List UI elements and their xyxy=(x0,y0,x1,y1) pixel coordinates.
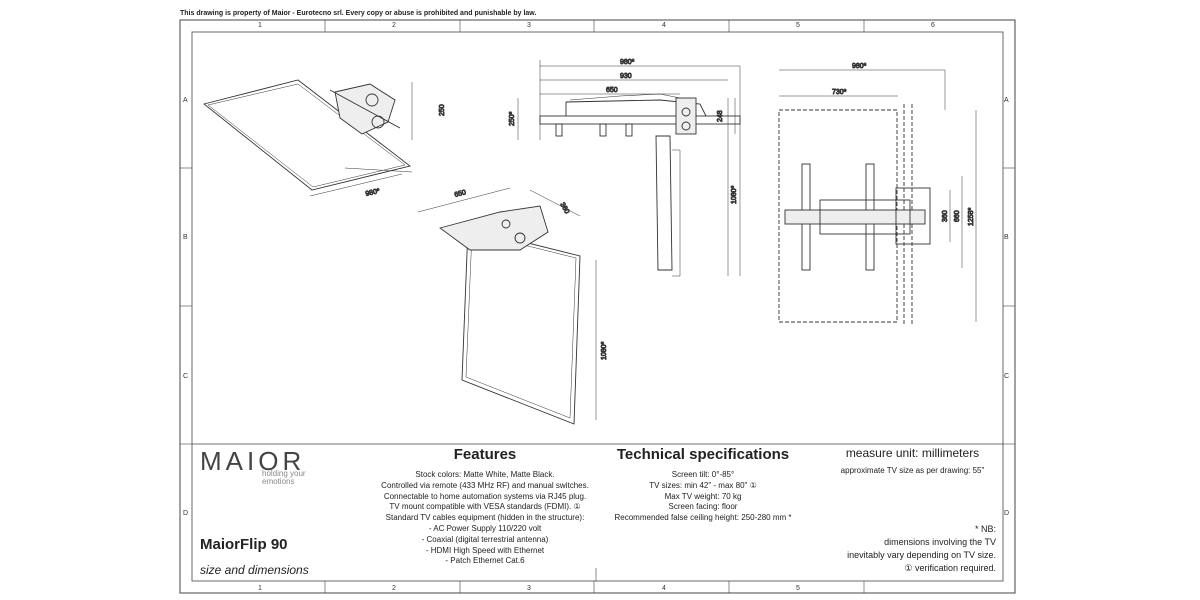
grid-row-d-right: D xyxy=(1004,510,1010,517)
brand-tagline: holding your emotions xyxy=(262,470,342,486)
dim-side-250: 250* xyxy=(509,111,516,126)
tech-spec-line: Max TV weight: 70 kg xyxy=(664,491,742,501)
iso-view-closed: 250 980* xyxy=(203,79,446,198)
top-view: 980* 730* 360 660 1258* xyxy=(778,63,977,326)
grid-row-a: A xyxy=(183,97,188,104)
grid-col-3-bottom: 3 xyxy=(527,585,531,592)
dim-side-1080: 1080* xyxy=(731,185,738,204)
dim-side-980: 980* xyxy=(620,59,635,66)
approx-tv-size: approximate TV size as per drawing: 55" xyxy=(840,466,985,475)
features-list: Stock colors: Matte White, Matte Black. … xyxy=(340,470,630,567)
dim-iso-980: 980* xyxy=(365,188,381,198)
dim-top-1258: 1258* xyxy=(968,207,975,226)
tech-spec-line: Screen facing: floor xyxy=(668,502,738,512)
tech-spec-line: TV sizes: min 42" - max 80" ① xyxy=(649,480,757,490)
dim-iso-1080: 1080* xyxy=(601,341,608,360)
features-line: - HDMI High Speed with Ethernet xyxy=(425,545,545,555)
grid-col-1-bottom: 1 xyxy=(258,585,262,592)
grid-col-1: 1 xyxy=(258,22,262,29)
tagline-line-2: emotions xyxy=(262,477,295,486)
tech-specs-heading: Technical specifications xyxy=(616,446,790,463)
features-line: - Coaxial (digital terrestrial antenna) xyxy=(421,534,549,544)
product-title: MaiorFlip 90 xyxy=(200,536,288,553)
grid-row-b: B xyxy=(183,234,188,241)
tech-specs-list: Screen tilt: 0°-85° TV sizes: min 42" - … xyxy=(598,470,808,524)
grid-col-4-bottom: 4 xyxy=(662,585,666,592)
dim-top-360: 360 xyxy=(942,210,949,222)
dim-side-930: 930 xyxy=(620,73,632,80)
features-line: - AC Power Supply 110/220 volt xyxy=(428,523,542,533)
features-heading: Features xyxy=(453,446,517,463)
dim-top-980: 980* xyxy=(852,63,867,70)
tech-spec-line: Recommended false ceiling height: 250-28… xyxy=(614,513,792,523)
nb-line: inevitably vary depending on TV size. xyxy=(847,550,996,560)
brand-logo: MAIOR xyxy=(200,446,305,477)
grid-col-6: 6 xyxy=(931,22,935,29)
features-line: - Patch Ethernet Cat.6 xyxy=(445,556,525,566)
dim-top-730: 730* xyxy=(832,89,847,96)
features-line: TV mount compatible with VESA standards … xyxy=(389,502,581,512)
grid-row-c-right: C xyxy=(1004,373,1010,380)
dim-side-248: 248 xyxy=(717,110,724,122)
nb-line: * NB: xyxy=(974,524,996,534)
tech-spec-line: Screen tilt: 0°-85° xyxy=(671,470,735,479)
dim-top-660: 660 xyxy=(954,210,961,222)
features-line: Stock colors: Matte White, Matte Black. xyxy=(415,470,555,479)
features-line: Controlled via remote (433 MHz RF) and m… xyxy=(381,480,589,490)
dim-iso-250: 250 xyxy=(439,104,446,116)
dim-iso-650: 650 xyxy=(454,189,467,199)
tagline-line-1: holding your xyxy=(262,469,306,478)
dim-side-650: 650 xyxy=(606,87,618,94)
grid-col-4: 4 xyxy=(662,22,666,29)
grid-row-a-right: A xyxy=(1004,97,1009,104)
grid-col-5: 5 xyxy=(796,22,800,29)
grid-row-c: C xyxy=(183,373,189,380)
grid-row-d: D xyxy=(183,510,189,517)
grid-row-b-right: B xyxy=(1004,234,1009,241)
copyright-notice: This drawing is property of Maior - Euro… xyxy=(180,10,537,17)
grid-col-2-bottom: 2 xyxy=(392,585,396,592)
nb-line: ① verification required. xyxy=(904,563,996,573)
grid-col-5-bottom: 5 xyxy=(796,585,800,592)
drawing-frame xyxy=(179,19,1016,594)
nb-notes: * NB: dimensions involving the TV inevit… xyxy=(820,523,996,575)
measure-unit: measure unit: millimeters xyxy=(845,446,980,460)
iso-view-open: 650 360 1080* xyxy=(417,187,608,425)
features-line: Standard TV cables equipment (hidden in … xyxy=(385,513,585,523)
product-subtitle: size and dimensions xyxy=(200,563,309,577)
grid-col-3: 3 xyxy=(527,22,531,29)
logo-wordmark: MAIOR xyxy=(200,446,306,476)
grid-col-2: 2 xyxy=(392,22,396,29)
features-line: Connectable to home automation systems v… xyxy=(383,491,587,501)
side-view: 980* 930 650 250* 248 1080* xyxy=(509,59,741,277)
dim-iso-360: 360 xyxy=(558,202,570,216)
nb-line: dimensions involving the TV xyxy=(884,537,996,547)
